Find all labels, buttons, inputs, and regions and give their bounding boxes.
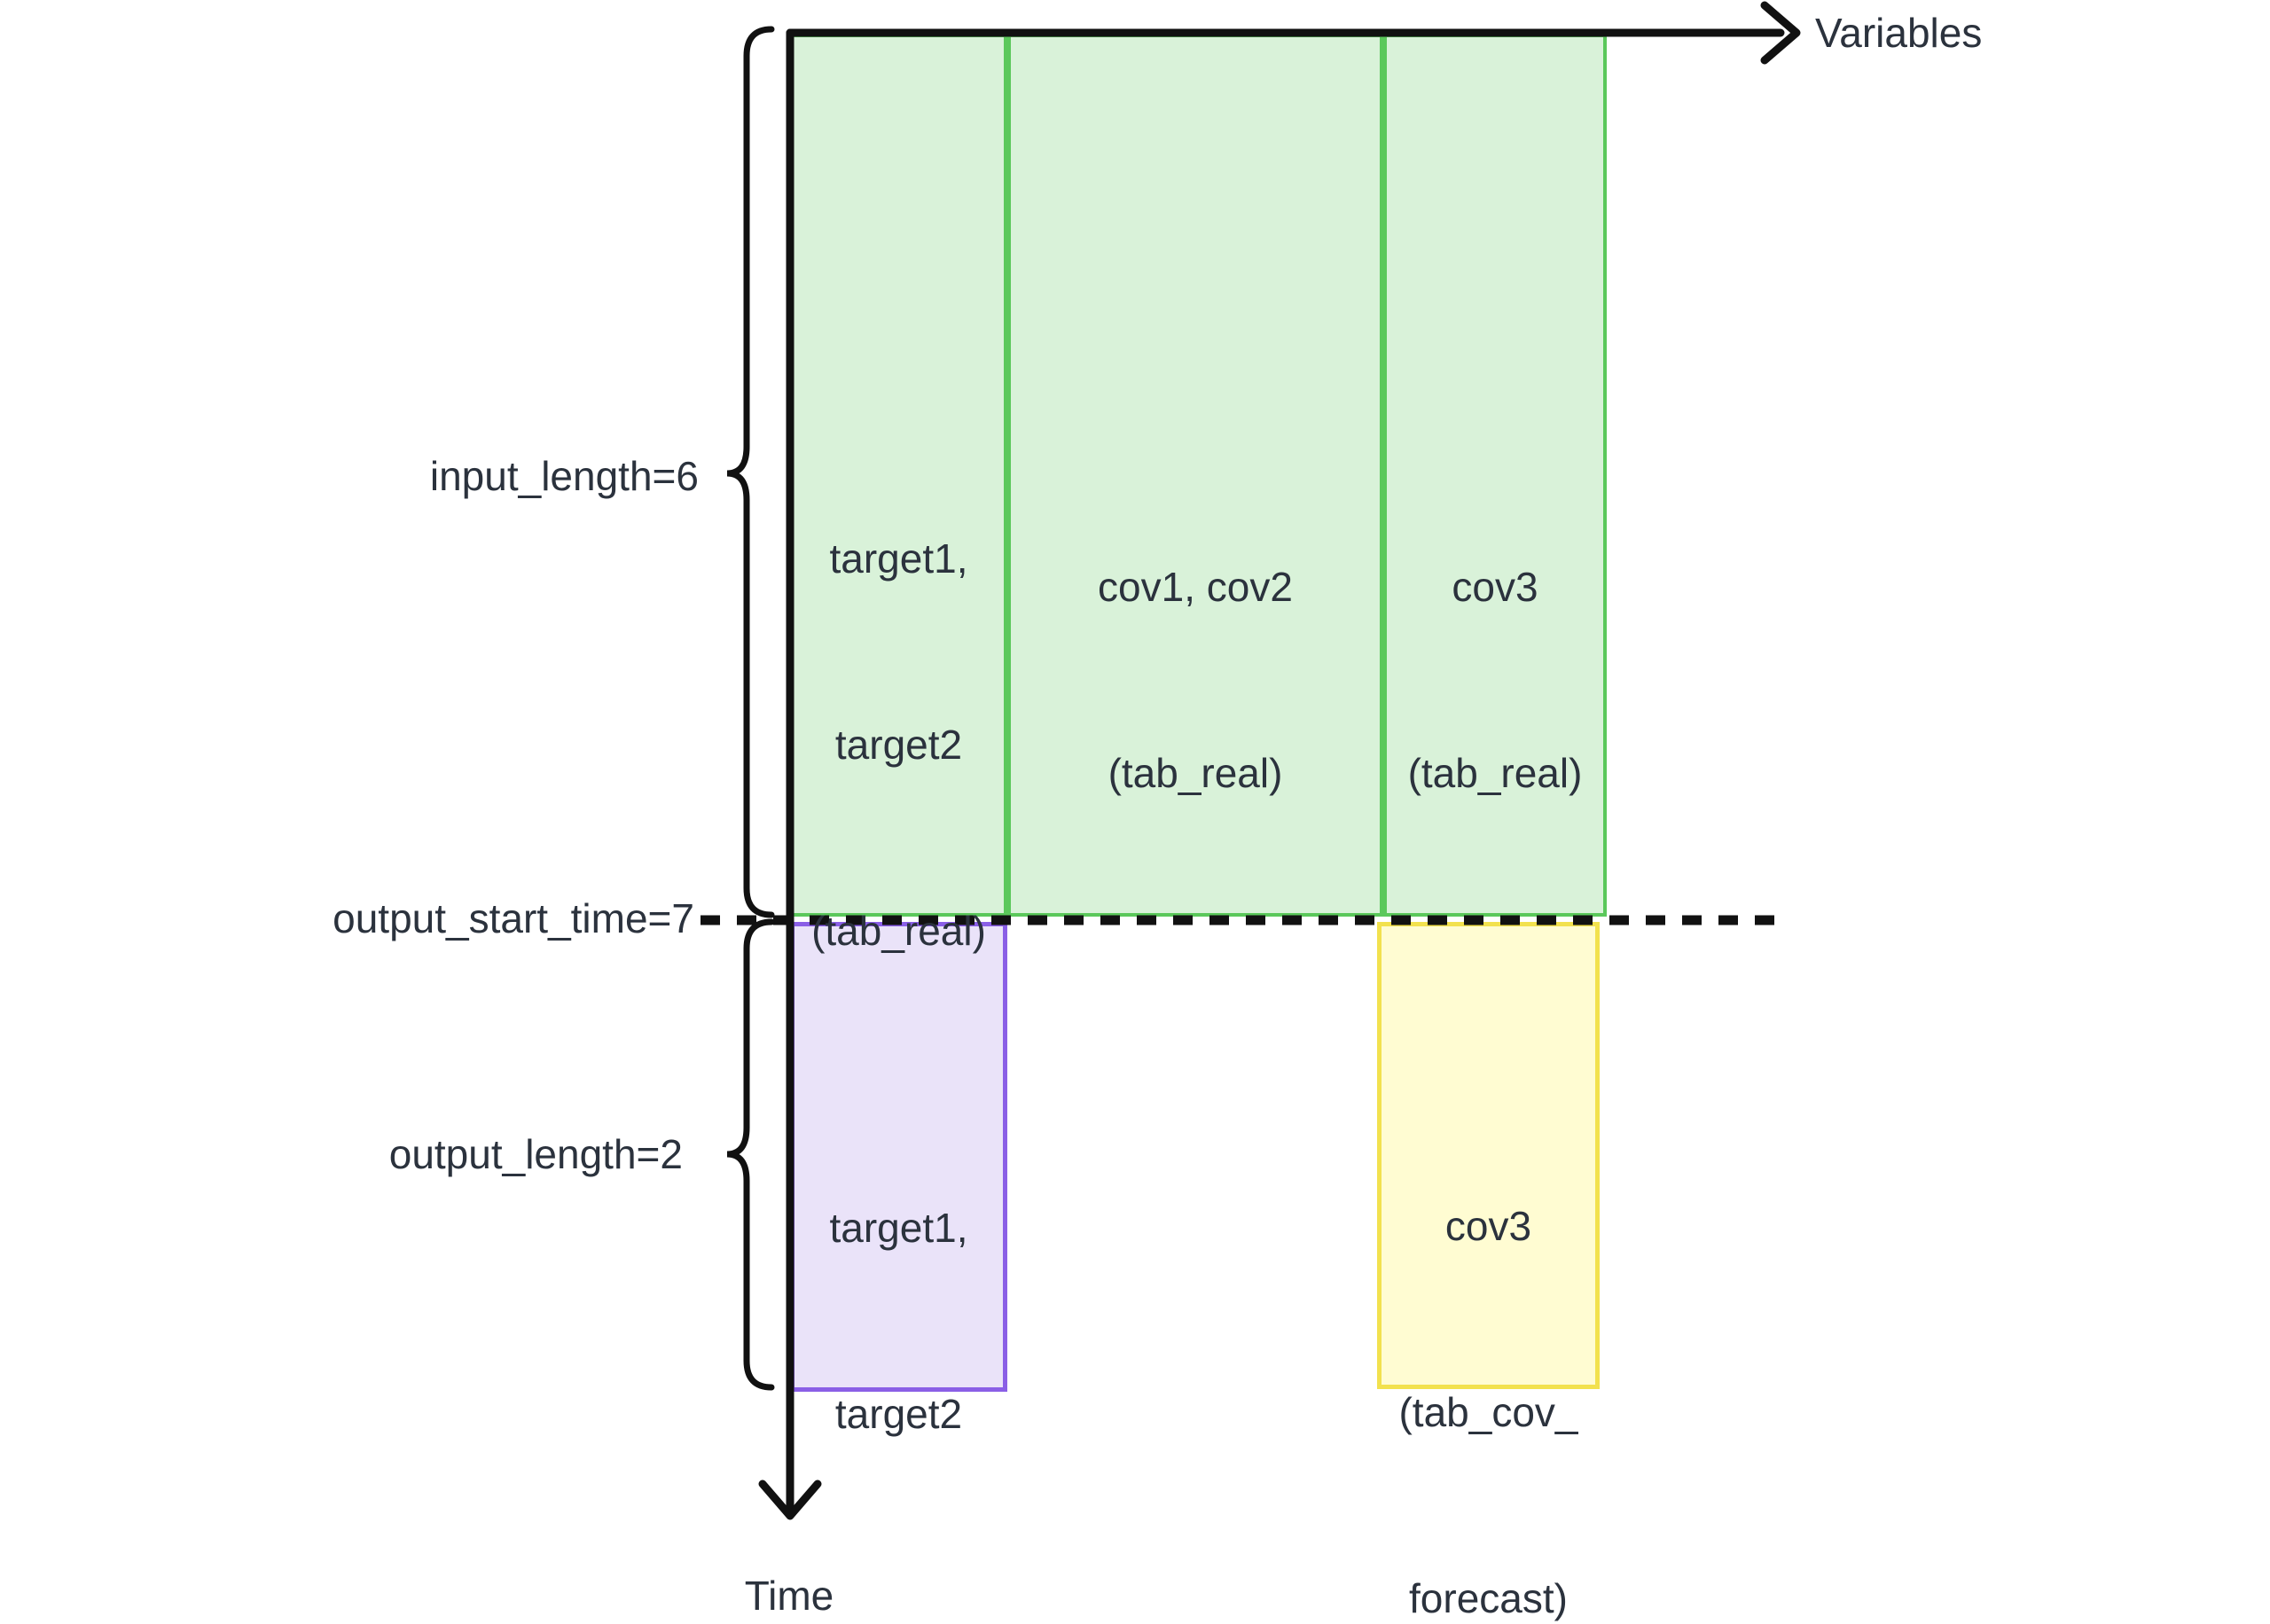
text-line: cov3 <box>1452 564 1538 610</box>
input-length-annotation: input_length=6 <box>429 453 699 499</box>
text-line: (tab_real) <box>811 908 986 954</box>
variables-axis-arrow-icon <box>1760 1 1801 65</box>
text-line: target1, <box>829 535 968 582</box>
text-line: target2 <box>834 722 963 768</box>
output-box-cov3-forecast <box>1377 922 1600 1389</box>
input-box-targets-label: target1, target2 (tab_real) <box>790 403 1007 1086</box>
time-axis-title: Time <box>744 1573 834 1619</box>
output-length-annotation: output_length=2 <box>388 1131 683 1177</box>
text-line: cov3 <box>1444 1203 1532 1249</box>
output-length-brace <box>726 918 775 1391</box>
text-line: forecast) <box>1409 1575 1568 1621</box>
text-line: (tab_real) <box>1108 750 1283 796</box>
text-line: (tab_real) <box>1407 750 1583 796</box>
variables-axis-title: Variables <box>1815 10 1983 56</box>
input-box-cov1-cov2-label: cov1, cov2 (tab_real) <box>1007 432 1383 928</box>
input-box-cov1-cov2 <box>1007 34 1383 917</box>
input-box-cov3 <box>1383 34 1607 917</box>
output-start-time-annotation: output_start_time=7 <box>333 895 694 941</box>
text-line: (tab_cov_ <box>1398 1389 1578 1435</box>
output-box-targets-label: target1, target2 <box>790 1073 1007 1569</box>
text-line: cov1, cov2 <box>1098 564 1293 610</box>
input-box-cov3-label: cov3 (tab_real) <box>1383 432 1607 928</box>
text-line: target2 <box>834 1391 963 1437</box>
output-box-targets <box>790 922 1007 1392</box>
text-line: target1, <box>829 1205 968 1251</box>
output-box-cov3-forecast-label: cov3 (tab_cov_ forecast) <box>1377 1071 1600 1624</box>
input-length-brace <box>726 26 775 918</box>
